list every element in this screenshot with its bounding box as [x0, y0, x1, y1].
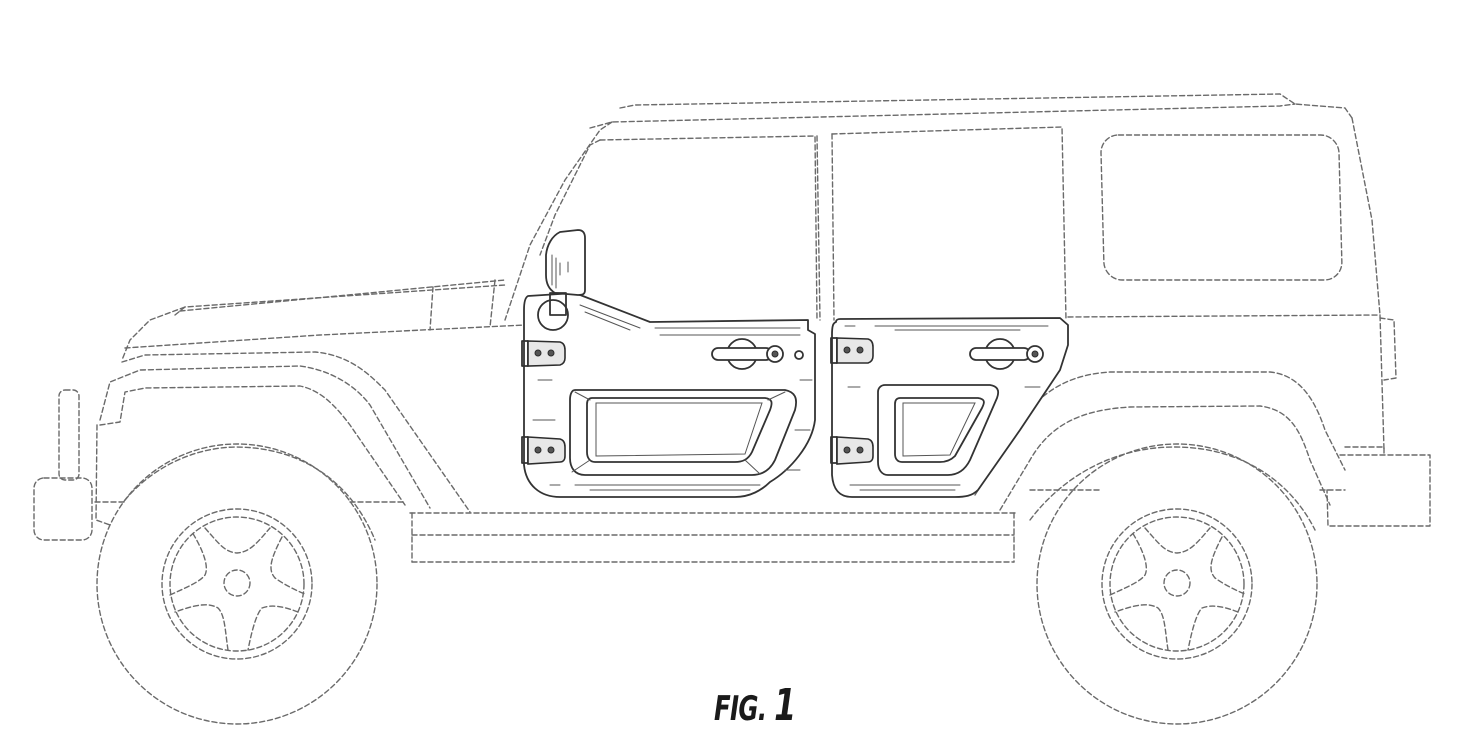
front-rim-inner	[169, 516, 305, 652]
front-door-window-inner	[595, 402, 763, 457]
front-hub	[223, 569, 251, 597]
front-door-outline	[523, 292, 816, 498]
front-door-window-corners	[571, 391, 786, 475]
front-door	[523, 292, 816, 498]
rear-door-window	[894, 397, 985, 463]
front-fender-outer	[121, 351, 471, 513]
a-pillar	[504, 121, 613, 321]
lock-core	[1031, 350, 1039, 358]
lock-core	[771, 350, 779, 358]
beltline-rear	[1067, 314, 1381, 318]
rear-wheel-arch	[1029, 446, 1316, 531]
rear-pillar	[1351, 117, 1385, 451]
rear-bumper	[1326, 446, 1431, 527]
front-fender-inner	[99, 385, 406, 506]
hood-front	[121, 306, 186, 361]
rear-door-window-inner	[902, 402, 976, 457]
rear-door-lower-trim	[849, 484, 961, 491]
rear-rim-outer	[1101, 508, 1253, 660]
rear-window-frame	[831, 126, 1067, 321]
b-pillar-right	[831, 133, 835, 321]
figure-label-number: 1	[774, 680, 796, 731]
front-door-window-frame	[569, 389, 798, 476]
rear-rim-inner	[1109, 516, 1245, 652]
rear-fender-inner	[999, 405, 1331, 511]
hinge-plate	[836, 436, 874, 465]
rear-door-handle	[969, 338, 1044, 370]
rear-spokes	[1109, 527, 1246, 651]
hinge-bolt	[843, 446, 851, 454]
front-grille-edge	[95, 424, 111, 526]
hinge-bolt	[547, 349, 555, 357]
door-pin	[794, 350, 804, 360]
front-door-side-ticks	[532, 379, 813, 486]
hinge-plate	[527, 436, 566, 465]
rear-door-outline	[831, 317, 1069, 498]
front-door-upper-hinge	[521, 340, 566, 367]
vehicle-body-environment	[33, 93, 1431, 563]
hinge-bolt	[856, 446, 864, 454]
roof-outer-line	[619, 93, 1353, 119]
handle-bar	[969, 347, 1031, 361]
side-mirror	[537, 229, 586, 331]
mirror-glass-lines	[551, 254, 569, 289]
front-rim-outer	[161, 508, 313, 660]
rear-hub	[1163, 569, 1191, 597]
a-pillar-inner	[539, 139, 601, 256]
hinge-bolt	[843, 346, 851, 354]
hood-top-2	[179, 279, 506, 312]
front-door-lower-trim	[574, 484, 761, 491]
figure-label-prefix: FIG.	[714, 689, 767, 729]
b-pillar-left	[816, 135, 821, 321]
mirror-base	[537, 299, 569, 331]
hinge-bolt	[534, 446, 542, 454]
front-door-top-trim	[579, 304, 801, 336]
front-door-window	[586, 397, 773, 463]
front-door-handle	[711, 338, 804, 370]
roof-inner-line	[589, 103, 1296, 129]
hinge-bolt	[534, 349, 542, 357]
front-bumper-post	[58, 389, 80, 481]
rear-quarter-window	[1100, 134, 1343, 281]
figure-label: FIG. 1	[714, 680, 796, 731]
rear-door-window-frame	[877, 384, 1000, 476]
hinge-plate	[836, 337, 874, 364]
front-spokes	[169, 527, 306, 651]
rear-door-top-trim	[844, 325, 1049, 331]
hinge-bolt	[547, 446, 555, 454]
hinge-bolt	[856, 346, 864, 354]
rocker-panel-ends	[411, 512, 1015, 563]
handle-bar	[711, 347, 773, 361]
hood-top	[174, 284, 506, 316]
front-wheel-arch	[124, 446, 376, 541]
front-window-frame	[599, 135, 818, 321]
rear-tire	[1036, 443, 1318, 725]
front-wheel	[96, 443, 378, 725]
front-door-lower-hinge	[521, 436, 566, 465]
cowl-vent	[429, 279, 496, 331]
rear-door-lower-hinge	[830, 436, 874, 465]
rear-wheel	[1036, 443, 1318, 725]
front-tire	[96, 443, 378, 725]
tail-light	[1379, 317, 1397, 381]
mirror-arm	[549, 292, 567, 316]
front-bumper	[33, 477, 93, 541]
front-fender-mid	[99, 365, 431, 509]
hood-side	[124, 324, 526, 349]
rear-door-upper-hinge	[830, 337, 874, 364]
rear-door	[831, 317, 1069, 498]
hinge-plate	[527, 340, 566, 367]
